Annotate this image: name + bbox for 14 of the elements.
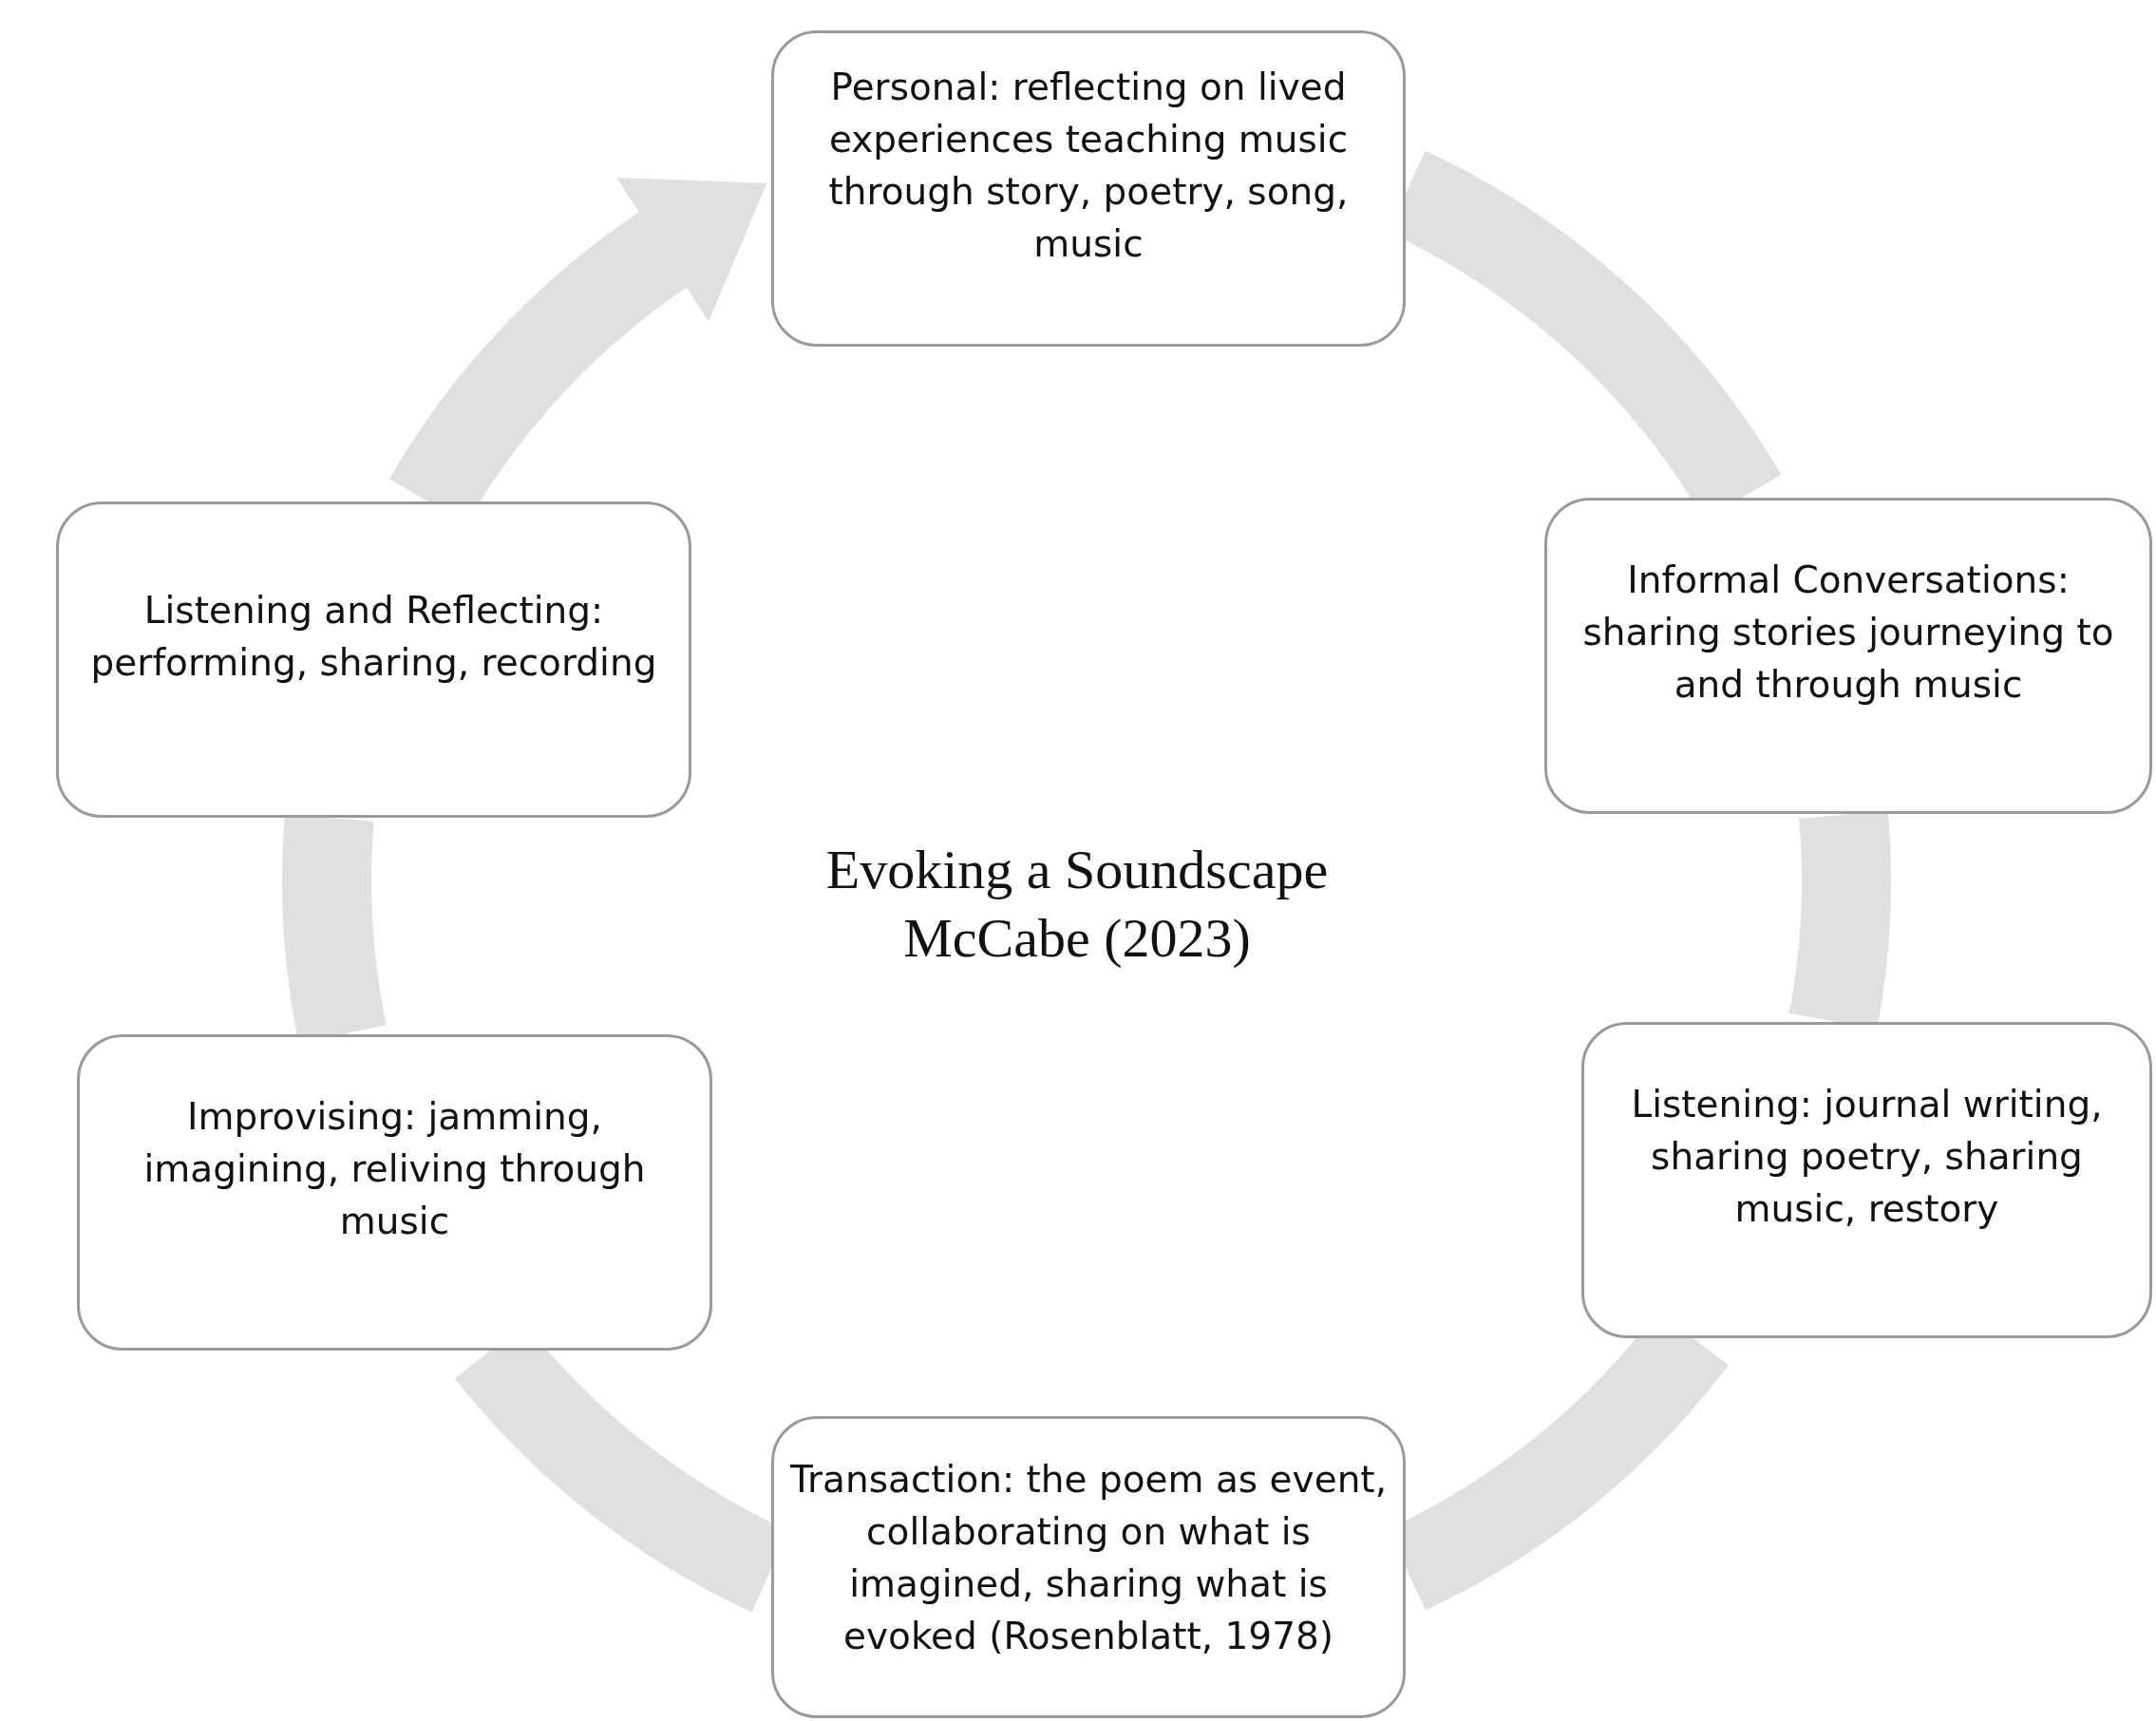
stage-box [771, 1416, 1406, 1718]
stage-text: Transaction: the poem as event, collaborating on what is imagined, sharing what is evoked (Rosenblatt, 1978) [788, 1457, 1389, 1659]
stage-box [1544, 498, 2152, 814]
stage-text: Informal Conversations: sharing stories journeying to and through music [1581, 558, 2115, 708]
stage-text: Listening: journal writing, sharing poetry, sharing music, restory [1630, 1082, 2104, 1232]
stage-text: Improvising: jamming, imagining, reliving through music [142, 1094, 647, 1244]
stage-box [771, 30, 1406, 347]
stage-box [77, 1034, 712, 1351]
stage-box [56, 501, 691, 818]
stage-text: Listening and Reflecting: performing, sharing, recording [89, 587, 658, 686]
stage-text: Personal: reflecting on lived experiences teaching music through story, poetry, song, music [827, 64, 1350, 267]
stage-box [1581, 1022, 2152, 1338]
diagram-title: Evoking a Soundscape [825, 838, 1329, 902]
citation-label: McCabe (2023) [903, 906, 1251, 971]
